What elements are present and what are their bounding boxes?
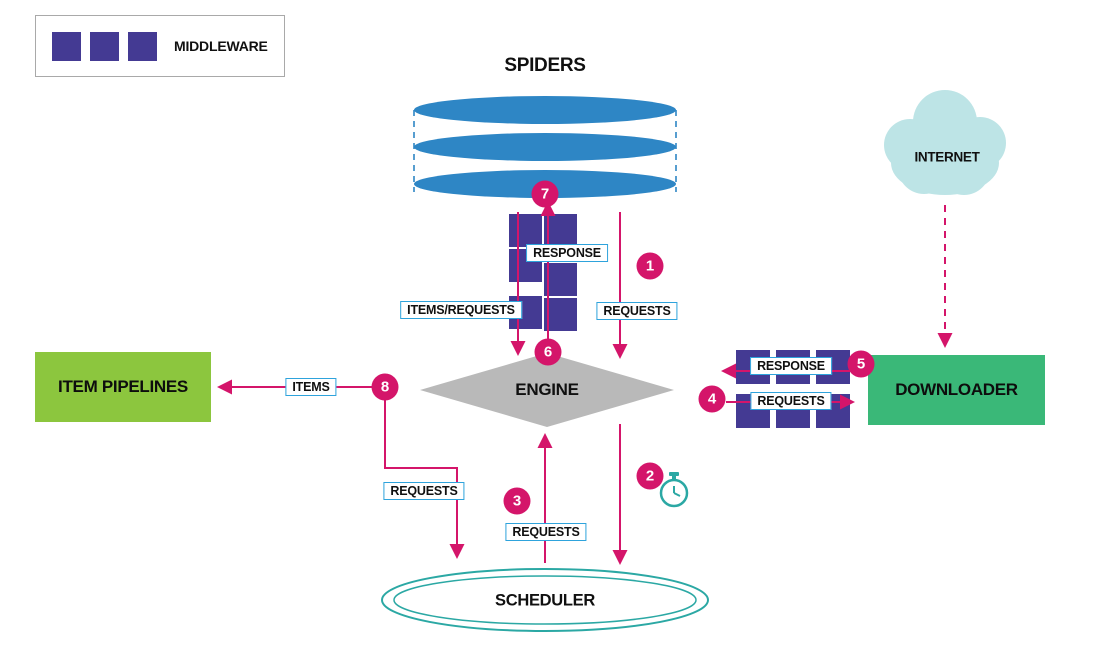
node-scheduler-title: SCHEDULER <box>495 591 595 610</box>
step-badge-3: 3 <box>503 487 531 515</box>
node-item-pipelines: ITEM PIPELINES <box>35 352 211 422</box>
stopwatch-icon <box>659 472 689 508</box>
spiders-stack-icon <box>413 96 677 198</box>
step-badge-6: 6 <box>534 338 562 366</box>
engine-diamond <box>420 353 674 427</box>
edge-label-scheduler-requests-out: REQUESTS <box>505 523 587 541</box>
edge-label-downloader-response: RESPONSE <box>750 357 832 375</box>
node-spiders-title: SPIDERS <box>504 55 586 76</box>
node-engine-title: ENGINE <box>515 380 579 399</box>
middleware-swatch-icon <box>52 31 81 61</box>
step-badge-5: 5 <box>847 350 875 378</box>
edge-label-items: ITEMS <box>285 378 337 396</box>
middleware-swatch-icon <box>90 31 119 61</box>
edge-label-items-requests: ITEMS/REQUESTS <box>400 301 522 319</box>
legend-label: MIDDLEWARE <box>174 38 268 54</box>
node-downloader: DOWNLOADER <box>868 355 1045 425</box>
edge-label-spider-response: RESPONSE <box>526 244 608 262</box>
internet-cloud-icon <box>884 90 1006 195</box>
edge-label-spider-requests: REQUESTS <box>596 302 678 320</box>
middleware-swatch-icon <box>128 31 157 61</box>
step-badge-7: 7 <box>531 180 559 208</box>
scheduler-ellipse-icon <box>381 568 709 632</box>
step-badge-8: 8 <box>371 373 399 401</box>
edge-label-downloader-requests: REQUESTS <box>750 392 832 410</box>
step-badge-1: 1 <box>636 252 664 280</box>
edge-label-scheduler-requests-in: REQUESTS <box>383 482 465 500</box>
step-badge-4: 4 <box>698 385 726 413</box>
node-internet-title: INTERNET <box>914 149 980 165</box>
step-badge-2: 2 <box>636 462 664 490</box>
legend-middleware: MIDDLEWARE <box>35 15 285 77</box>
